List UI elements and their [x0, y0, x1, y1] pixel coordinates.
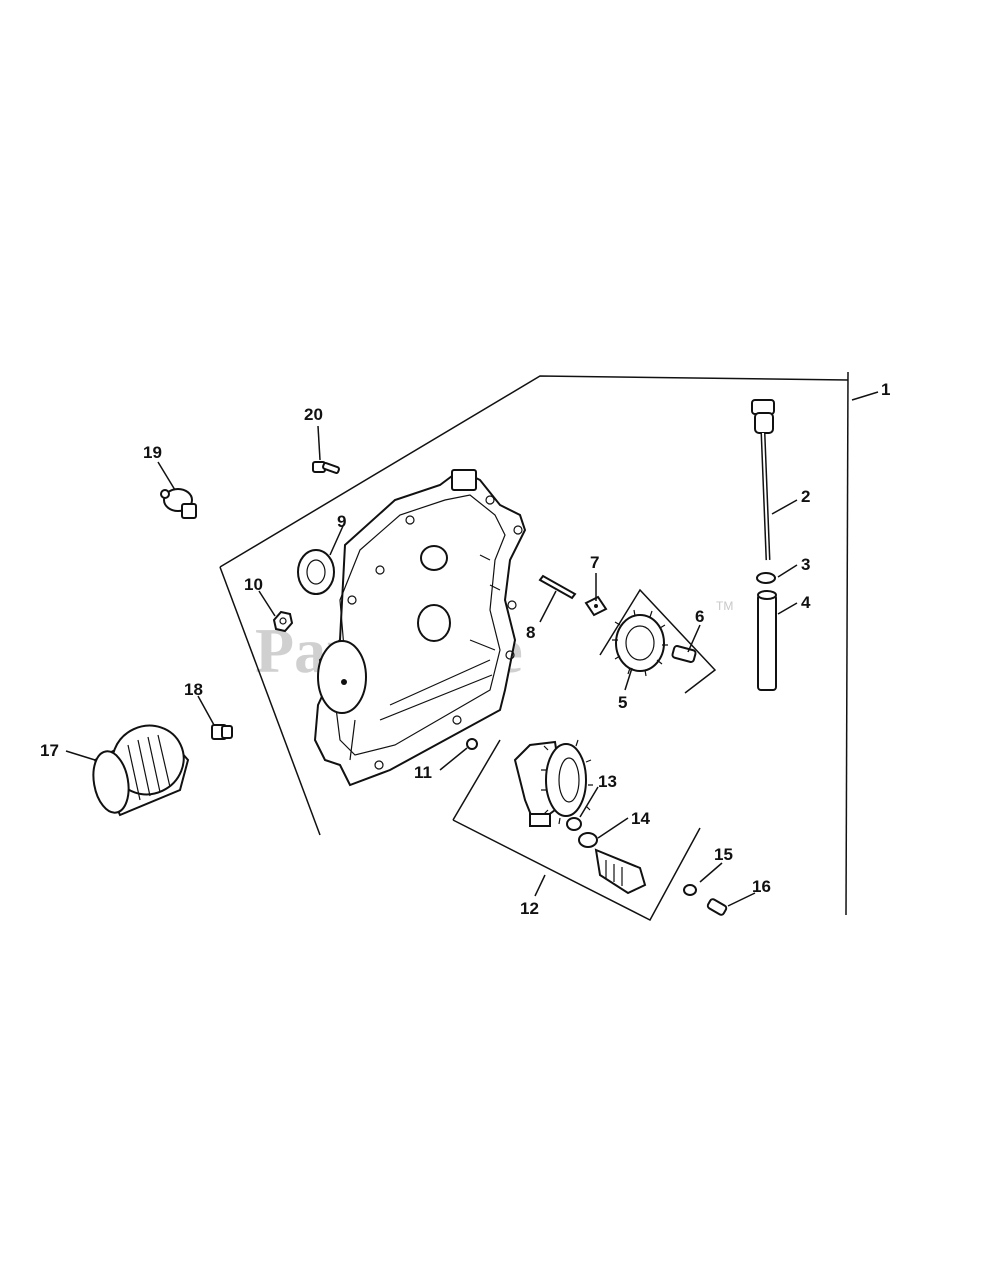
washer-part: [683, 884, 697, 896]
oil-pump-part: [513, 739, 593, 827]
gear-cover-housing: [313, 468, 527, 787]
callout-14: 14: [631, 809, 650, 828]
drain-plug-part: [211, 724, 233, 740]
callout-6: 6: [695, 607, 704, 626]
callout-5: 5: [618, 693, 627, 712]
callout-3: 3: [801, 555, 810, 574]
callout-19: 19: [143, 443, 162, 462]
screw-part: [706, 898, 728, 916]
leader-lines: [65, 391, 879, 907]
dipstick-part: [751, 399, 775, 561]
callout-1: 1: [881, 380, 890, 399]
callout-17: 17: [40, 741, 59, 760]
pump-oring-part: [566, 817, 582, 831]
oil-seal-part: [297, 549, 335, 595]
assembly-boundary: [219, 371, 849, 916]
bolt-part: [312, 461, 340, 474]
watermark-tm: TM: [716, 599, 733, 613]
callout-16: 16: [752, 877, 771, 896]
oring-part: [756, 572, 776, 584]
callout-7: 7: [590, 553, 599, 572]
callout-11: 11: [414, 763, 432, 782]
nut-part: [272, 610, 294, 633]
gear-part: [612, 609, 668, 677]
pump-subassembly-outline-left: [452, 739, 501, 821]
oil-filter-part: [92, 724, 190, 817]
pickup-screen-part: [578, 832, 647, 895]
callouts: 1 2 3 4 5 6 7 8 9 10 11 12 13 14 15 16 1…: [40, 380, 890, 918]
gear-subassembly-outline: [599, 588, 717, 694]
shaft-part: [671, 645, 697, 663]
callout-13: 13: [598, 772, 617, 791]
callout-2: 2: [801, 487, 810, 506]
pressure-switch-part: [160, 488, 197, 519]
callout-12: 12: [520, 899, 539, 918]
callout-15: 15: [714, 845, 733, 864]
bracket-part: [584, 595, 608, 617]
callout-9: 9: [337, 512, 346, 531]
callout-20: 20: [304, 405, 323, 424]
callout-4: 4: [801, 593, 811, 612]
callout-18: 18: [184, 680, 203, 699]
pin-part: [538, 574, 577, 600]
small-oring-part: [466, 738, 478, 750]
dipstick-tube-part: [757, 590, 777, 691]
pump-subassembly-outline: [452, 819, 701, 921]
callout-8: 8: [526, 623, 535, 642]
callout-10: 10: [244, 575, 263, 594]
